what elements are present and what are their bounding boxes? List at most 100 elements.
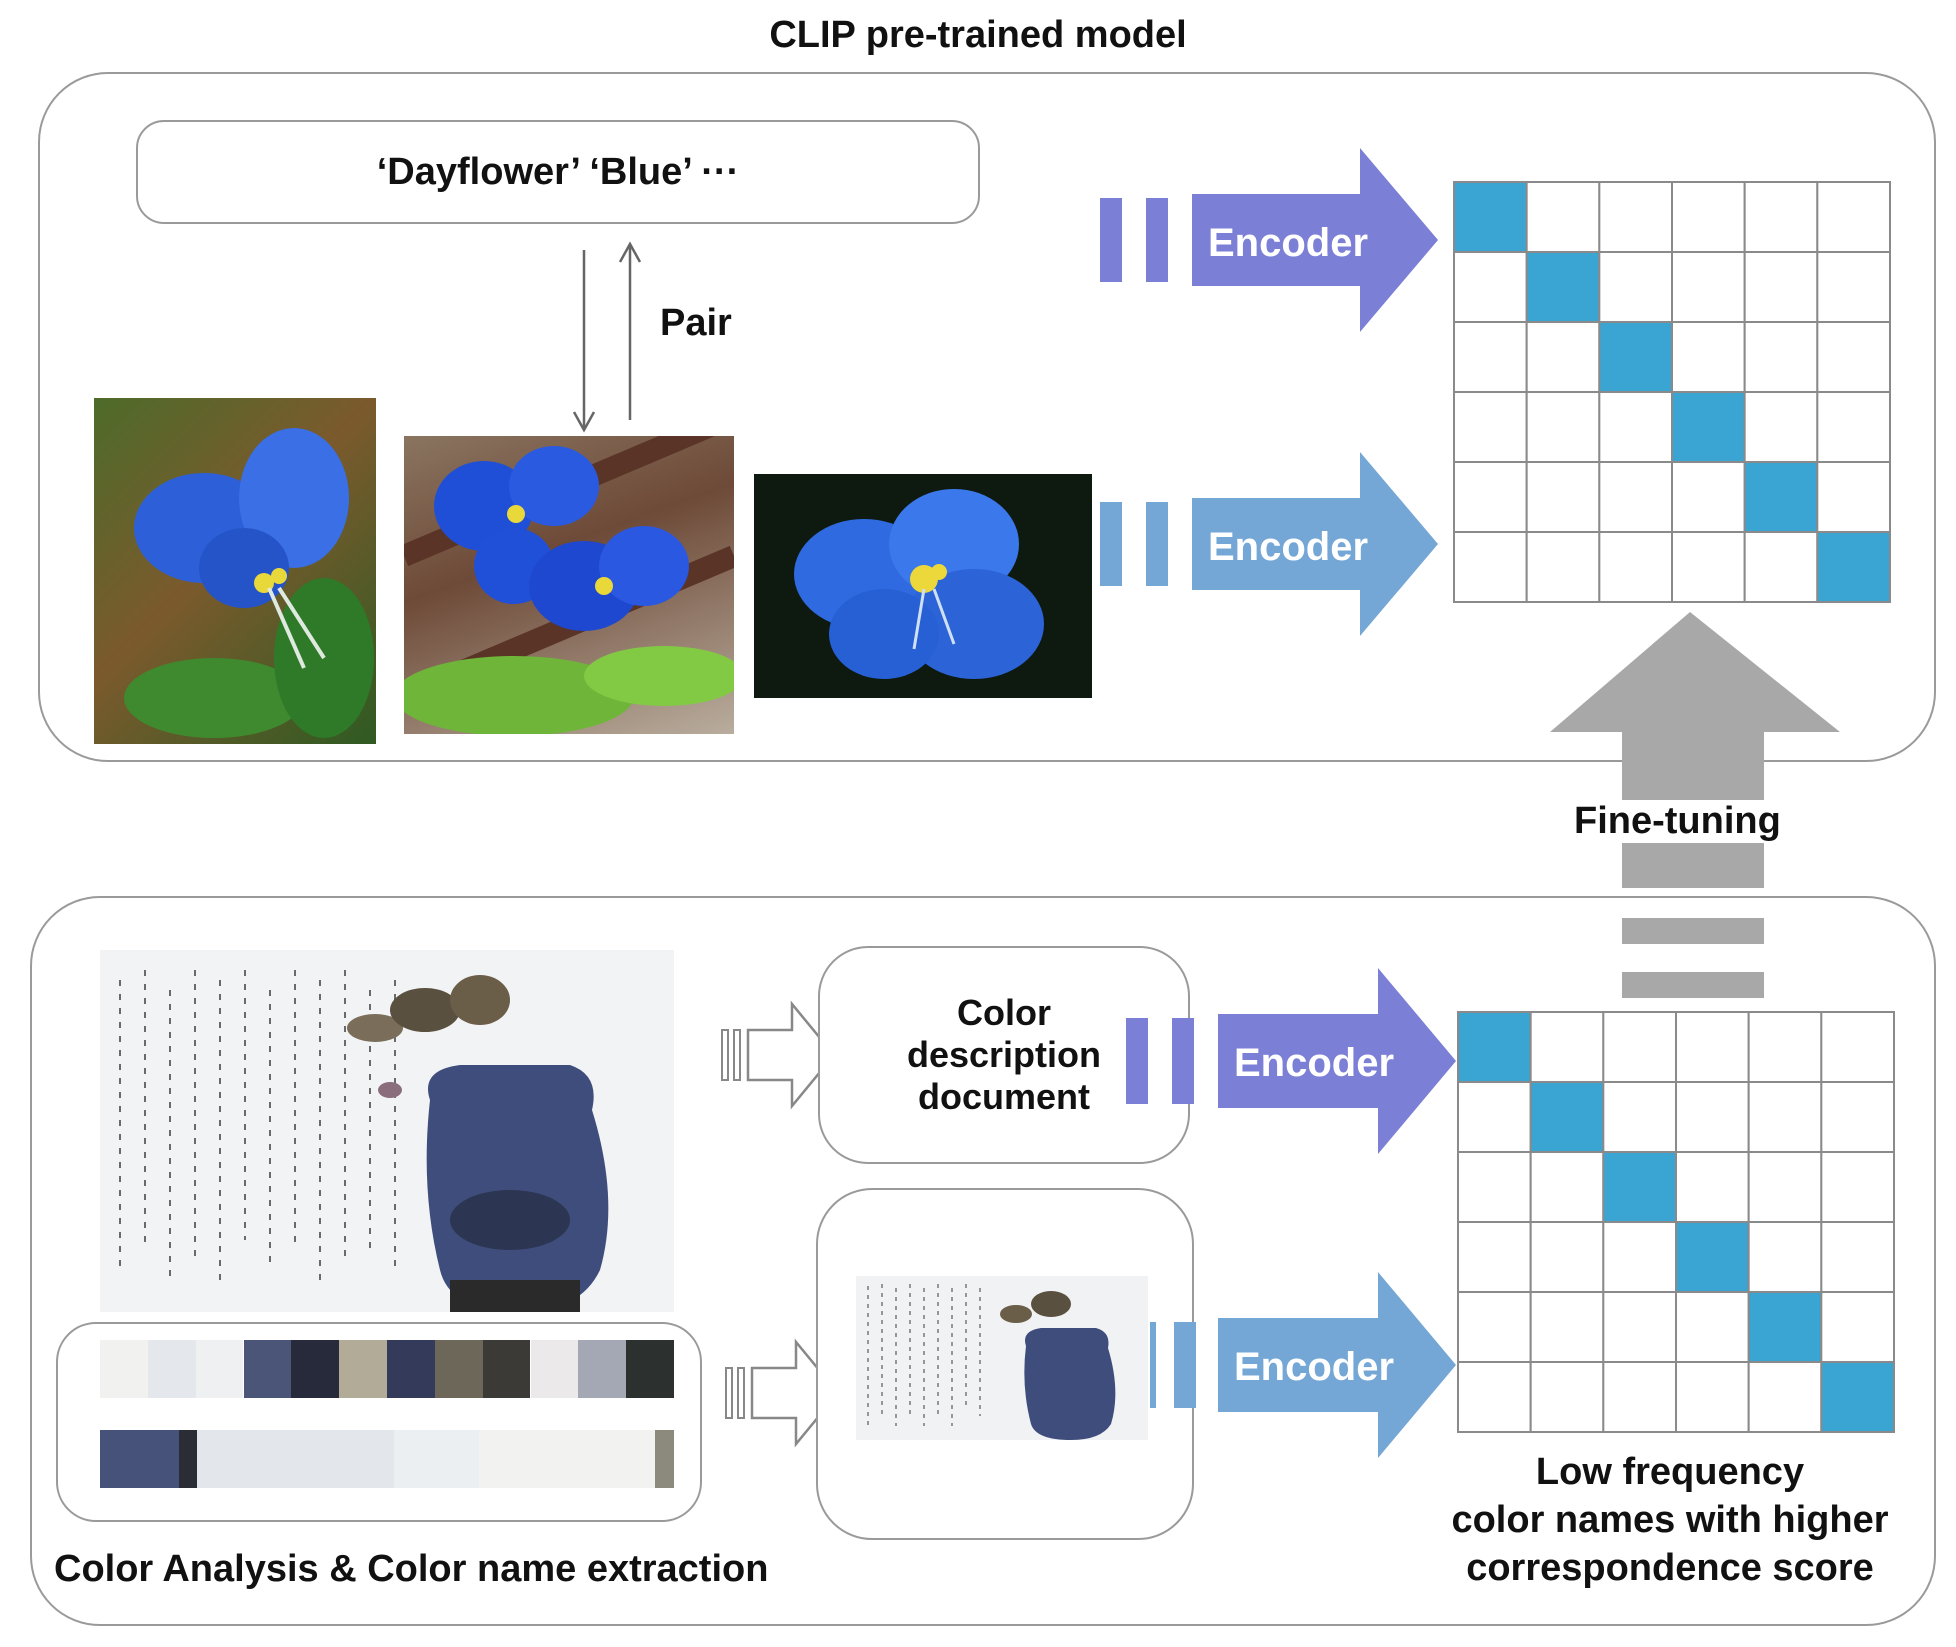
palette-swatch <box>178 1430 198 1488</box>
matrix-cell-top-5-3 <box>1671 531 1746 603</box>
matrix-diagonal-cell-top-1-1 <box>1525 251 1601 323</box>
palette-swatch <box>100 1430 179 1488</box>
img-encoder-label: Encoder <box>1234 1344 1395 1389</box>
matrix-cell-top-1-3 <box>1671 251 1746 323</box>
matrix-cell-top-5-0 <box>1453 531 1528 603</box>
matrix-cell-bottom-3-4 <box>1747 1221 1823 1293</box>
result-caption: Low frequency color names with higher co… <box>1400 1448 1940 1592</box>
matrix-cell-bottom-1-3 <box>1675 1081 1750 1153</box>
dayflower-photo-1 <box>94 398 376 744</box>
doc-embedding-bar-2 <box>1172 1018 1194 1104</box>
fine-tuning-bars <box>1622 918 1764 998</box>
matrix-cell-bottom-1-5 <box>1820 1081 1896 1153</box>
image-encoder-label: Encoder <box>1208 524 1369 569</box>
matrix-cell-bottom-3-5 <box>1820 1221 1896 1293</box>
matrix-cell-bottom-0-4 <box>1747 1011 1823 1083</box>
doc-line-2: description <box>906 1034 1102 1075</box>
img-embedding-bar-1 <box>1150 1322 1156 1408</box>
matrix-cell-top-4-0 <box>1453 461 1528 533</box>
matrix-cell-bottom-0-3 <box>1675 1011 1750 1083</box>
img-encoder-arrow <box>1218 1272 1456 1458</box>
matrix-diagonal-cell-bottom-3-3 <box>1675 1221 1750 1293</box>
palette-swatch <box>530 1340 579 1398</box>
diagram-title: CLIP pre-trained model <box>769 14 1187 56</box>
palette-swatch <box>482 1340 531 1398</box>
matrix-cell-bottom-2-0 <box>1457 1151 1532 1223</box>
matrix-cell-bottom-4-0 <box>1457 1291 1532 1363</box>
text-embedding-bar-1 <box>1100 198 1122 282</box>
doc-encoder-label: Encoder <box>1234 1040 1395 1085</box>
matrix-cell-bottom-2-4 <box>1747 1151 1823 1223</box>
matrix-cell-bottom-2-1 <box>1529 1151 1605 1223</box>
document-image-thumbnail <box>856 1276 1148 1440</box>
doc-embedding-bar-1 <box>1126 1018 1148 1104</box>
dayflower-photo-3 <box>754 474 1092 698</box>
matrix-cell-top-0-1 <box>1525 181 1601 253</box>
matrix-cell-top-0-5 <box>1816 181 1892 253</box>
result-caption-line-2: color names with higher <box>1451 1499 1889 1541</box>
matrix-cell-bottom-3-1 <box>1529 1221 1605 1293</box>
matrix-cell-bottom-1-2 <box>1602 1081 1677 1153</box>
matrix-diagonal-cell-bottom-1-1 <box>1529 1081 1605 1153</box>
matrix-cell-top-5-2 <box>1598 531 1673 603</box>
palette-swatch <box>393 1430 480 1488</box>
matrix-cell-top-1-5 <box>1816 251 1892 323</box>
doc-encoder-arrow <box>1218 968 1456 1154</box>
matrix-cell-top-4-2 <box>1598 461 1673 533</box>
similarity-matrix-top <box>1453 181 1892 603</box>
pair-label: Pair <box>660 302 732 344</box>
matrix-diagonal-cell-top-2-2 <box>1598 321 1673 393</box>
palette-row-2 <box>100 1430 674 1488</box>
matrix-diagonal-cell-top-3-3 <box>1671 391 1746 463</box>
matrix-cell-top-2-0 <box>1453 321 1528 393</box>
matrix-cell-bottom-5-0 <box>1457 1361 1532 1433</box>
palette-swatch <box>197 1430 394 1488</box>
palette-swatch <box>243 1340 292 1398</box>
similarity-matrix-bottom <box>1457 1011 1896 1433</box>
matrix-diagonal-cell-bottom-2-2 <box>1602 1151 1677 1223</box>
document-hollow-arrow <box>721 1000 836 1110</box>
matrix-diagonal-cell-bottom-4-4 <box>1747 1291 1823 1363</box>
doc-line-1: Color <box>957 992 1051 1033</box>
matrix-cell-top-2-5 <box>1816 321 1892 393</box>
matrix-cell-top-3-2 <box>1598 391 1673 463</box>
text-embedding-bar-2 <box>1146 198 1168 282</box>
text-prompt-box: ‘Dayflower’ ‘Blue’ ··· <box>136 120 980 224</box>
matrix-cell-bottom-2-3 <box>1675 1151 1750 1223</box>
palette-row-1 <box>100 1340 674 1398</box>
result-caption-line-3: correspondence score <box>1466 1547 1874 1589</box>
palette-swatch <box>100 1340 148 1398</box>
matrix-cell-top-2-3 <box>1671 321 1746 393</box>
palette-swatch <box>387 1340 435 1398</box>
matrix-cell-bottom-4-3 <box>1675 1291 1750 1363</box>
matrix-diagonal-cell-top-0-0 <box>1453 181 1528 253</box>
palette-swatch <box>339 1340 387 1398</box>
matrix-cell-top-3-4 <box>1743 391 1819 463</box>
dayflower-photo-2 <box>404 436 734 734</box>
color-analysis-caption: Color Analysis & Color name extraction <box>54 1548 769 1590</box>
matrix-cell-bottom-1-0 <box>1457 1081 1532 1153</box>
text-encoder-arrow <box>1192 148 1438 332</box>
image-embedding-bar-1 <box>1100 502 1122 586</box>
text-encoder-label: Encoder <box>1208 220 1369 265</box>
palette-swatch <box>147 1340 196 1398</box>
palette-swatch <box>578 1340 627 1398</box>
matrix-diagonal-cell-bottom-0-0 <box>1457 1011 1532 1083</box>
matrix-cell-top-4-3 <box>1671 461 1746 533</box>
matrix-cell-bottom-4-2 <box>1602 1291 1677 1363</box>
matrix-cell-bottom-0-1 <box>1529 1011 1605 1083</box>
matrix-cell-bottom-4-5 <box>1820 1291 1896 1363</box>
matrix-cell-top-0-4 <box>1743 181 1819 253</box>
doc-line-3: document <box>917 1076 1090 1117</box>
matrix-cell-bottom-4-1 <box>1529 1291 1605 1363</box>
matrix-cell-top-5-1 <box>1525 531 1601 603</box>
matrix-cell-bottom-3-0 <box>1457 1221 1532 1293</box>
image-embedding-bar-2 <box>1146 502 1168 586</box>
matrix-cell-top-1-2 <box>1598 251 1673 323</box>
matrix-cell-bottom-5-4 <box>1747 1361 1823 1433</box>
palette-swatch <box>195 1340 244 1398</box>
palette-swatch <box>434 1340 483 1398</box>
fine-tuning-label: Fine-tuning <box>1570 800 1785 843</box>
matrix-cell-bottom-2-5 <box>1820 1151 1896 1223</box>
